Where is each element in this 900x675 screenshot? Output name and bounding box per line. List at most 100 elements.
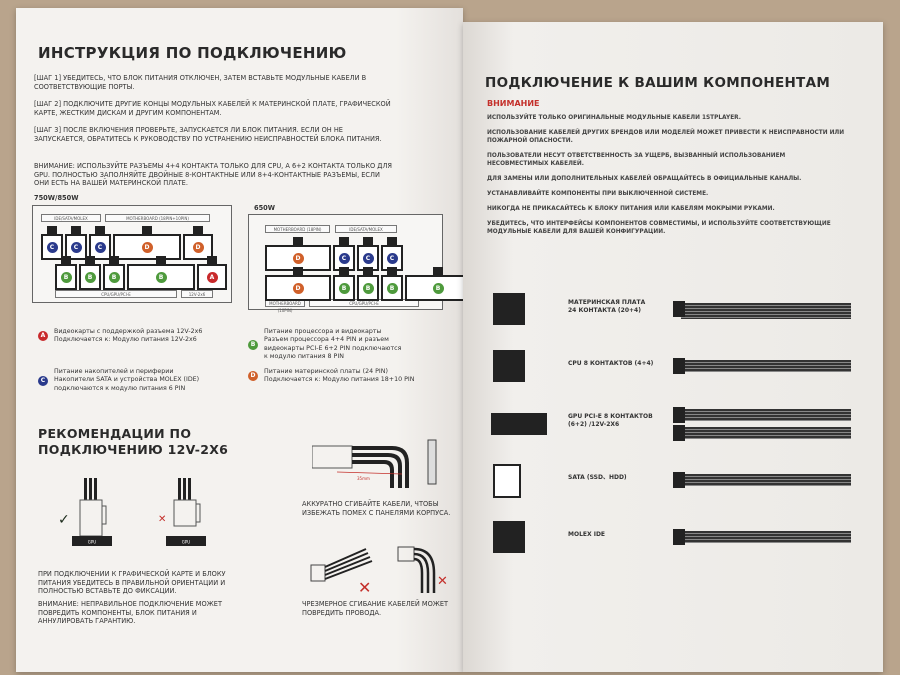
connector-badge-D: D xyxy=(292,282,304,294)
connector-B: B xyxy=(381,267,403,301)
connector-badge-B: B xyxy=(432,282,444,294)
connector-latch xyxy=(339,237,349,246)
badge-B-icon: B xyxy=(248,339,258,350)
badge-C-icon: C xyxy=(38,375,48,386)
warning-text: ВНИМАНИЕ: ИСПОЛЬЗУЙТЕ РАЗЪЕМЫ 4+4 КОНТАК… xyxy=(34,162,393,187)
connector-C: C xyxy=(89,226,111,260)
panel-label: CPU/GPU/PCI-E xyxy=(55,290,177,298)
component-label: SATA (SSD、HDD) xyxy=(568,474,627,482)
connector-badge-C: C xyxy=(386,252,398,264)
cable-plug xyxy=(673,358,685,374)
component-label-line: SATA (SSD、HDD) xyxy=(568,474,627,481)
connector-badge-B: B xyxy=(338,282,350,294)
legend-item-A: A Видеокарты с поддержкой разъема 12V-2x6… xyxy=(38,328,202,345)
note: ПОЛЬЗОВАТЕЛИ НЕСУТ ОТВЕТСТВЕННОСТЬ ЗА УЩ… xyxy=(487,153,786,167)
orientation-note: ПРИ ПОДКЛЮЧЕНИИ К ГРАФИЧЕСКОЙ КАРТЕ И БЛ… xyxy=(38,570,226,595)
connector-B: B xyxy=(55,256,77,290)
svg-text:GPU: GPU xyxy=(88,540,97,545)
warranty-warning: ВНИМАНИЕ: НЕПРАВИЛЬНОЕ ПОДКЛЮЧЕНИЕ МОЖЕТ… xyxy=(38,600,222,625)
connector-B: B xyxy=(79,256,101,290)
connector-B: B xyxy=(103,256,125,290)
panel-650-title: 650W xyxy=(254,204,276,212)
cpu-icon xyxy=(493,350,525,382)
connector-badge-D: D xyxy=(192,241,204,253)
panel-label: IDE/SATA/MOLEX xyxy=(335,225,397,233)
panel-label: IDE/SATA/MOLEX xyxy=(41,214,101,222)
cable-illustration xyxy=(673,407,851,423)
psu-panel-650w: MOTHERBOARD (18PIN) IDE/SATA/MOLEX MOTHE… xyxy=(248,214,471,313)
left-page: ИНСТРУКЦИЯ ПО ПОДКЛЮЧЕНИЮ [ШАГ 1] УБЕДИТ… xyxy=(16,8,471,672)
connector-badge-B: B xyxy=(362,282,374,294)
panel-label: MOTHERBOARD (18PIN+10PIN) xyxy=(105,214,210,222)
connector-B: B xyxy=(405,267,471,301)
badge-A-icon: A xyxy=(38,331,48,342)
connector-latch xyxy=(193,226,203,235)
connector-badge-A: A xyxy=(206,271,218,283)
notes-list: ИСПОЛЬЗУЙТЕ ТОЛЬКО ОРИГИНАЛЬНЫЕ МОДУЛЬНЫ… xyxy=(487,114,847,243)
recommendations-title: РЕКОМЕНДАЦИИ ПО ПОДКЛЮЧЕНИЮ 12V-2X6 xyxy=(38,426,228,458)
legend-line: Питание накопителей и периферии xyxy=(54,368,174,375)
correct-connector-illustration: GPU xyxy=(72,478,112,546)
step-2: [ШАГ 2] ПОДКЛЮЧИТЕ ДРУГИЕ КОНЦЫ МОДУЛЬНЫ… xyxy=(34,100,391,117)
cable-illustration xyxy=(673,425,851,441)
component-label-line: MOLEX IDE xyxy=(568,531,606,538)
connector-legend: A Видеокарты с поддержкой разъема 12V-2x6… xyxy=(38,328,448,408)
connector-latch xyxy=(293,237,303,246)
overbend-diagram: ✕ ✕ xyxy=(310,546,448,597)
connector-badge-D: D xyxy=(141,241,153,253)
connector-badge-D: D xyxy=(292,252,304,264)
cable-plug xyxy=(673,425,685,441)
component-label: CPU 8 КОНТАКТОВ (4+4) xyxy=(568,360,653,368)
cable-plug xyxy=(673,529,685,545)
legend-line: Накопители SATA и устройства MOLEX (IDE) xyxy=(54,376,200,384)
note: ИСПОЛЬЗОВАНИЕ КАБЕЛЕЙ ДРУГИХ БРЕНДОВ ИЛИ… xyxy=(487,130,845,144)
panel-750-title: 750W/850W xyxy=(34,194,79,202)
page-title: ПОДКЛЮЧЕНИЕ К ВАШИМ КОМПОНЕНТАМ xyxy=(485,75,831,91)
connector-A: A xyxy=(197,256,227,290)
connector-latch xyxy=(207,256,217,265)
legend-line: Видеокарты с поддержкой разъема 12V-2x6 xyxy=(54,328,203,335)
connector-B: B xyxy=(127,256,195,290)
connector-badge-C: C xyxy=(94,241,106,253)
attention-heading: ВНИМАНИЕ xyxy=(487,99,540,108)
component-label-line: (6+2) /12V-2X6 xyxy=(568,421,620,428)
connector-latch xyxy=(387,237,397,246)
svg-text:✕: ✕ xyxy=(437,574,448,589)
legend-line: подключаются к модулю питания 6 PIN xyxy=(54,384,186,392)
component-row: MOLEX IDE xyxy=(463,515,883,565)
connector-latch xyxy=(85,256,95,265)
connector-latch xyxy=(363,237,373,246)
cable-illustration xyxy=(673,358,851,374)
cross-icon: ✕ xyxy=(158,514,167,525)
cable-plug xyxy=(673,301,685,317)
connector-C: C xyxy=(65,226,87,260)
component-row: SATA (SSD、HDD) xyxy=(463,458,883,508)
connector-badge-C: C xyxy=(70,241,82,253)
right-page: ПОДКЛЮЧЕНИЕ К ВАШИМ КОМПОНЕНТАМ ВНИМАНИЕ… xyxy=(463,22,883,672)
connector-badge-C: C xyxy=(362,252,374,264)
connector-latch xyxy=(109,256,119,265)
connector-C: C xyxy=(41,226,63,260)
legend-line: Питание процессора и видеокарты xyxy=(264,328,382,335)
connector-latch xyxy=(71,226,81,235)
legend-line: Питание материнской платы (24 PIN) xyxy=(264,368,388,375)
motherboard-icon xyxy=(493,293,525,325)
legend-line: видеокарты PCI-E 6+2 PIN подключаются xyxy=(264,344,402,352)
connector-C: C xyxy=(333,237,355,271)
connector-latch xyxy=(142,226,152,235)
rec-title-line: РЕКОМЕНДАЦИИ ПО xyxy=(38,426,192,441)
hdd-icon xyxy=(493,464,521,498)
connector-badge-B: B xyxy=(108,271,120,283)
svg-text:✕: ✕ xyxy=(358,578,371,597)
connector-latch xyxy=(387,267,397,276)
legend-line: к модулю питания 8 PIN xyxy=(264,353,344,361)
note: НИКОГДА НЕ ПРИКАСАЙТЕСЬ К БЛОКУ ПИТАНИЯ … xyxy=(487,206,775,212)
svg-text:GPU: GPU xyxy=(182,540,191,545)
connector-badge-B: B xyxy=(386,282,398,294)
page-title: ИНСТРУКЦИЯ ПО ПОДКЛЮЧЕНИЮ xyxy=(38,44,347,62)
connector-latch xyxy=(156,256,166,265)
panel-label: 12V-2x6 xyxy=(181,290,213,298)
